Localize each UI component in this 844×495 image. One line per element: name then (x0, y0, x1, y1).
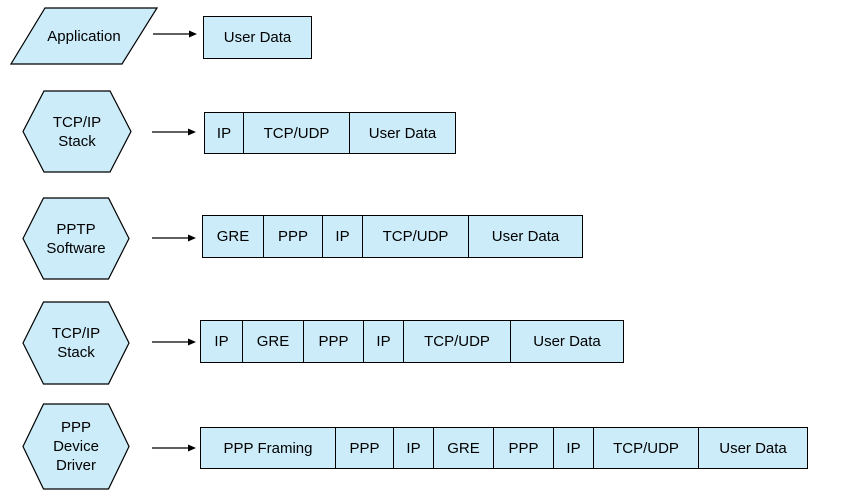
arrow-right-icon (152, 234, 196, 242)
stage-label-tcpip-stack-1: TCP/IP Stack (52, 113, 102, 150)
hexagon-shape (22, 197, 130, 280)
stage-label-tcpip-stack-2: TCP/IP Stack (51, 325, 101, 361)
stage-shape-pptp-software: PPTP Software (22, 197, 130, 280)
stage-label-pptp-software: PPTP Software (46, 220, 106, 257)
stage-shape-tcpip-stack-1: TCP/IP Stack (22, 90, 132, 173)
packet-segment: PPP Framing (200, 427, 336, 469)
packet-segment: TCP/UDP (593, 427, 699, 469)
packet-segment: GRE (202, 215, 264, 258)
packet-segment: PPP (303, 320, 364, 363)
packet-segment: TCP/UDP (362, 215, 469, 258)
stage-shape-tcpip-stack-2: TCP/IP Stack (22, 301, 130, 385)
packet-row-ppp-device: PPP Framing PPP IP GRE PPP IP TCP/UDP Us… (200, 427, 808, 469)
stage-shape-ppp-device-driver: PPP Device Driver (22, 403, 130, 490)
packet-row-tcpip-2: IP GRE PPP IP TCP/UDP User Data (200, 320, 624, 363)
arrow-right-icon (152, 128, 196, 136)
packet-segment: IP (363, 320, 404, 363)
stage-shape-application: Application (10, 7, 158, 65)
packet-segment: IP (393, 427, 434, 469)
packet-row-application: User Data (203, 16, 312, 59)
arrow-right-icon (152, 444, 196, 452)
arrow-right-icon (152, 338, 196, 346)
packet-row-tcpip-1: IP TCP/UDP User Data (204, 112, 456, 154)
packet-segment: IP (553, 427, 594, 469)
packet-segment: PPP (493, 427, 554, 469)
stage-label-application: Application (47, 27, 121, 45)
packet-segment: User Data (349, 112, 456, 154)
packet-segment: PPP (263, 215, 323, 258)
packet-segment: User Data (510, 320, 624, 363)
packet-segment: TCP/UDP (403, 320, 511, 363)
packet-segment: User Data (468, 215, 583, 258)
packet-segment: IP (322, 215, 363, 258)
packet-segment: User Data (203, 16, 312, 59)
hexagon-shape (22, 403, 130, 490)
packet-segment: IP (204, 112, 244, 154)
packet-segment: TCP/UDP (243, 112, 350, 154)
packet-segment: User Data (698, 427, 808, 469)
parallelogram-shape (10, 7, 158, 65)
packet-segment: PPP (335, 427, 394, 469)
packet-row-pptp: GRE PPP IP TCP/UDP User Data (202, 215, 583, 258)
hexagon-shape (22, 301, 130, 385)
packet-segment: GRE (433, 427, 494, 469)
packet-segment: IP (200, 320, 243, 363)
packet-segment: GRE (242, 320, 304, 363)
arrow-right-icon (153, 30, 197, 38)
stage-label-ppp-device-driver: PPP Device Driver (53, 419, 99, 474)
hexagon-shape (22, 90, 132, 173)
